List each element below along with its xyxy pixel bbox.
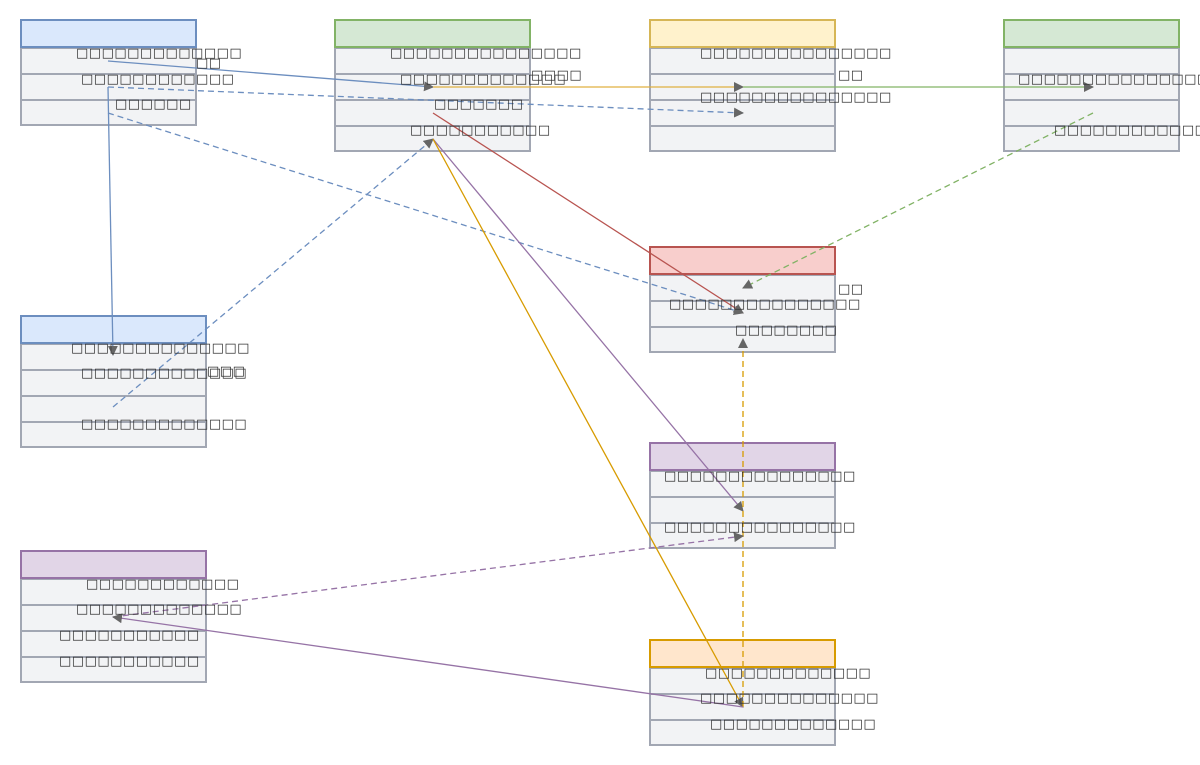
entity-row[interactable]	[649, 126, 836, 152]
edge-label: □□	[838, 282, 864, 297]
entity-row[interactable]	[1003, 100, 1180, 126]
field-label: □□□□□□□□□□□□□□□	[664, 469, 856, 484]
entity-row[interactable]	[20, 396, 207, 422]
entity-header[interactable]	[1003, 19, 1180, 48]
entity-header[interactable]	[20, 315, 207, 344]
entity-e2[interactable]	[334, 19, 531, 152]
field-label: □□□□□□□□□□□□	[81, 72, 235, 87]
field-label: □□□□□□□□□□□	[59, 654, 200, 669]
field-label: □□□□□□□□□□□□□	[81, 366, 248, 381]
relationship-edge[interactable]	[112, 532, 744, 618]
entity-row[interactable]	[649, 301, 836, 327]
entity-row[interactable]	[1003, 126, 1180, 152]
relationship-edge[interactable]	[107, 60, 434, 92]
field-label: □□□□□□	[115, 97, 192, 112]
entity-row[interactable]	[649, 720, 836, 746]
entity-header[interactable]	[649, 19, 836, 48]
field-label: □□□□□□□□□□□□□□□	[700, 46, 892, 61]
field-label: □□□□□□□□□□□□□□	[71, 341, 250, 356]
field-label: □□□□□□□	[434, 97, 524, 112]
entity-row[interactable]	[20, 579, 207, 605]
field-label: □□□□□□□□□□□□□	[400, 72, 567, 87]
edge-label: □□	[196, 56, 222, 71]
relationship-edge[interactable]	[432, 138, 744, 512]
relationship-edge[interactable]	[112, 613, 744, 708]
relationship-edge[interactable]	[107, 86, 118, 356]
field-label: □□□□□□□□□□□□□	[76, 46, 243, 61]
entity-e8[interactable]	[20, 550, 207, 683]
field-label: □□□□□□□□□□□□□	[705, 666, 872, 681]
entity-e1[interactable]	[20, 19, 197, 126]
entity-header[interactable]	[20, 19, 197, 48]
relationship-edge[interactable]	[742, 112, 1094, 289]
edge-label: □□□	[207, 364, 246, 379]
field-label: □□□□□□□□□□□□□	[76, 602, 243, 617]
entity-row[interactable]	[20, 370, 207, 396]
field-label: □□□□□□□□□□□	[410, 123, 551, 138]
relationship-edge[interactable]	[107, 86, 744, 118]
edge-label: □□□□	[531, 68, 583, 83]
entity-row[interactable]	[20, 657, 207, 683]
entity-header[interactable]	[20, 550, 207, 579]
field-label: □□□□□□□□□□□□□	[81, 417, 248, 432]
entity-header[interactable]	[649, 246, 836, 275]
entity-row[interactable]	[20, 631, 207, 657]
relationship-edge[interactable]	[107, 112, 744, 316]
entity-e6[interactable]	[20, 315, 207, 448]
field-label: □□□□□□□□□□□□□□□	[390, 46, 582, 61]
field-label: □□□□□□□□□□□□□	[710, 717, 877, 732]
relationship-edge[interactable]	[432, 112, 744, 314]
field-label: □□□□□□□□□□□□	[86, 577, 240, 592]
field-label: □□□□□□□□□□□□□□□	[669, 297, 861, 312]
entity-e3[interactable]	[649, 19, 836, 152]
entity-row[interactable]	[1003, 48, 1180, 74]
field-label: □□□□□□□□□□□□□□□	[1018, 72, 1200, 87]
entity-e4[interactable]	[1003, 19, 1180, 152]
entity-header[interactable]	[334, 19, 531, 48]
field-label: □□□□□□□□	[735, 323, 838, 338]
relationship-edge[interactable]	[432, 138, 744, 708]
entity-row[interactable]	[20, 422, 207, 448]
edge-label: □□	[838, 68, 864, 83]
field-label: □□□□□□□□□□□	[59, 628, 200, 643]
field-label: □□□□□□□□□□□□□□	[1054, 123, 1200, 138]
field-label: □□□□□□□□□□□□□□□	[700, 90, 892, 105]
entity-row[interactable]	[649, 48, 836, 74]
entity-row[interactable]	[334, 48, 531, 74]
field-label: □□□□□□□□□□□□□□□	[664, 520, 856, 535]
field-label: □□□□□□□□□□□□□□	[700, 691, 879, 706]
